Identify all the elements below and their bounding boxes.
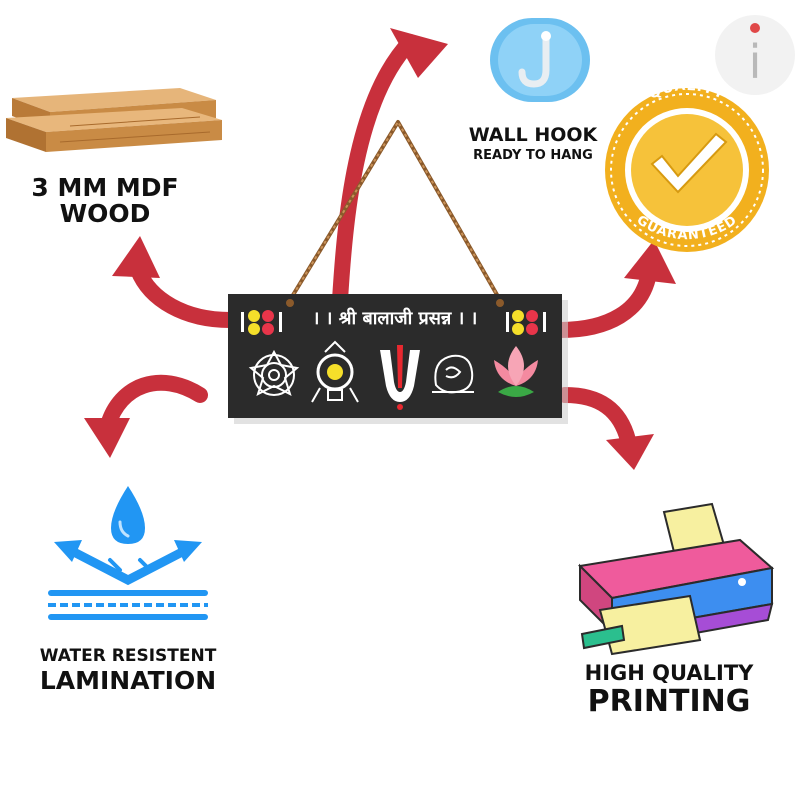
brand-logo: i bbox=[715, 15, 795, 95]
arrow-to-printing bbox=[557, 387, 654, 470]
wall-hook-icon bbox=[490, 18, 590, 102]
printing-label-line1: HIGH QUALITY bbox=[584, 661, 754, 685]
quality-guaranteed-badge-icon: QUALITY GUARANTEED bbox=[605, 78, 769, 252]
plaque-lotus-icon bbox=[494, 346, 538, 397]
water-resistant-label: WATER RESISTENT LAMINATION bbox=[10, 646, 246, 695]
arrow-to-hook bbox=[332, 28, 448, 308]
plaque-right-ornament-icon bbox=[506, 310, 546, 335]
plaque-namam-tilak-icon bbox=[380, 345, 420, 410]
printing-label-line2: PRINTING bbox=[587, 684, 751, 720]
plaque-shankh-conch-icon bbox=[432, 354, 474, 394]
mdf-wood-icon bbox=[6, 88, 222, 152]
arrow-to-quality bbox=[552, 240, 676, 338]
mdf-label-line1: 3 MM MDF bbox=[31, 173, 179, 202]
arrow-to-water bbox=[84, 374, 208, 458]
plaque-title-text: । । श्री बालाजी प्रसन्न । । bbox=[312, 308, 478, 329]
hook-label-line2: READY TO HANG bbox=[473, 147, 593, 163]
water-label-line1: WATER RESISTENT bbox=[39, 646, 217, 666]
plaque-sudarshan-chakra-icon bbox=[311, 340, 359, 403]
brand-logo-letter: i bbox=[749, 35, 762, 89]
arrow-to-mdf bbox=[112, 236, 238, 328]
water-resistant-lamination-icon bbox=[48, 486, 208, 620]
printing-label: HIGH QUALITY PRINTING bbox=[564, 662, 774, 718]
mdf-label-line2: WOOD bbox=[59, 199, 151, 229]
hanging-rope bbox=[288, 120, 502, 302]
water-label-line2: LAMINATION bbox=[39, 665, 217, 695]
name-plaque bbox=[228, 294, 568, 424]
mdf-wood-label: 3 MM MDF WOOD bbox=[0, 173, 210, 229]
hook-label-line1: WALL HOOK bbox=[468, 124, 598, 146]
plaque-left-ornament-icon bbox=[241, 310, 282, 335]
wall-hook-label: WALL HOOK READY TO HANG bbox=[450, 124, 616, 163]
printer-icon bbox=[577, 502, 775, 656]
plaque-chakra-mandala-icon bbox=[248, 349, 300, 396]
